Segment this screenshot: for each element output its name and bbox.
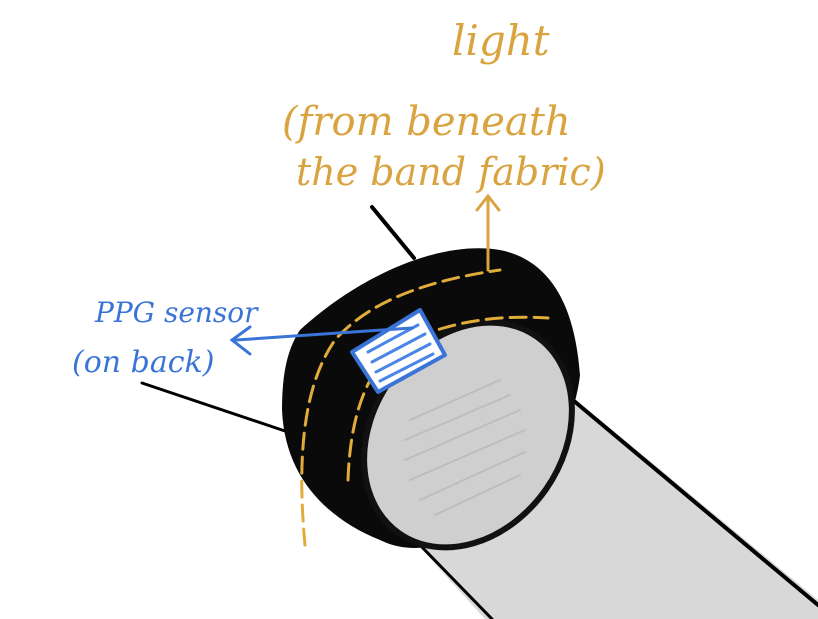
light-arrow [475,193,501,272]
limb-edge-back-left [140,381,290,434]
limb-edge-lower [416,541,494,619]
opening-shading [404,379,526,516]
limb-edge-back-top [370,205,416,260]
light-label-line-3: the band fabric) [296,150,606,194]
light-label-line-2: (from beneath [282,99,571,145]
stitching-outer [300,268,502,547]
light-label: light (from beneath the band fabric) [282,16,606,194]
sensor-label-line-1: PPG sensor [94,296,259,329]
sensor-arrow [229,325,414,356]
band [282,248,580,551]
light-label-line-1: light [452,16,550,65]
sensor-label-line-2: (on back) [72,345,214,380]
limb-edge-upper [566,394,818,607]
sensor-label: PPG sensor (on back) [72,296,259,380]
